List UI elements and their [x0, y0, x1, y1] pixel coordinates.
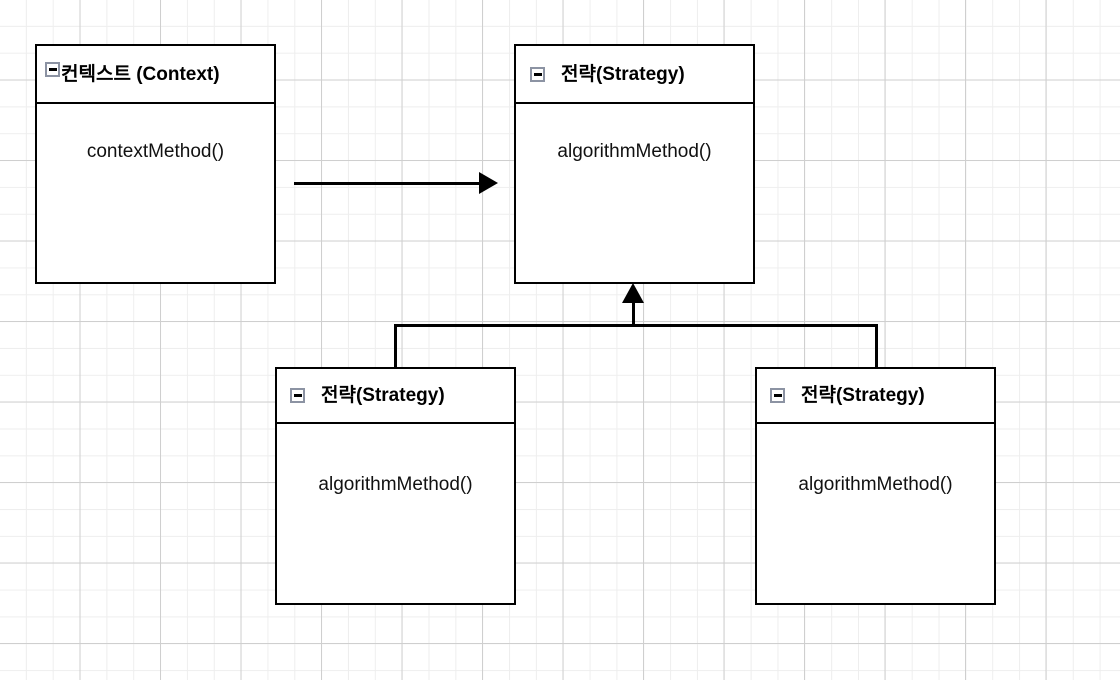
- collapse-minus-icon[interactable]: [770, 388, 785, 403]
- uml-class-body-strategy-a: algorithmMethod(): [277, 424, 514, 603]
- uml-method-algorithmmethod: algorithmMethod(): [318, 474, 473, 495]
- uml-class-header-strategy[interactable]: 전략(Strategy): [516, 46, 753, 104]
- inheritance-arrowhead-icon: [622, 283, 644, 303]
- association-arrowhead-icon: [479, 172, 498, 194]
- uml-method-algorithmmethod: algorithmMethod(): [557, 140, 712, 162]
- minus-bar: [533, 72, 542, 76]
- inheritance-connector-drop-left[interactable]: [394, 324, 397, 369]
- uml-class-strategy-b[interactable]: 전략(Strategy) algorithmMethod(): [755, 367, 996, 605]
- inheritance-connector-bar[interactable]: [394, 324, 878, 327]
- uml-class-title-strategy: 전략(Strategy): [561, 63, 685, 85]
- uml-class-context[interactable]: 컨텍스트 (Context) contextMethod(): [35, 44, 276, 284]
- uml-method-algorithmmethod: algorithmMethod(): [798, 474, 953, 495]
- inheritance-connector-drop-right[interactable]: [875, 324, 878, 369]
- uml-class-body-strategy-b: algorithmMethod(): [757, 424, 994, 603]
- uml-class-title-strategy-b: 전략(Strategy): [801, 385, 925, 406]
- uml-class-body-strategy: algorithmMethod(): [516, 104, 753, 282]
- uml-class-title-strategy-a: 전략(Strategy): [321, 385, 445, 406]
- inheritance-connector-stem[interactable]: [632, 297, 635, 326]
- uml-class-title-context: 컨텍스트 (Context): [61, 63, 220, 85]
- minus-bar: [48, 68, 57, 71]
- collapse-minus-icon[interactable]: [45, 62, 60, 77]
- minus-bar: [293, 394, 302, 397]
- uml-class-header-strategy-a[interactable]: 전략(Strategy): [277, 369, 514, 424]
- collapse-minus-icon[interactable]: [290, 388, 305, 403]
- uml-class-body-context: contextMethod(): [37, 104, 274, 282]
- uml-method-contextmethod: contextMethod(): [86, 140, 225, 162]
- uml-class-strategy[interactable]: 전략(Strategy) algorithmMethod(): [514, 44, 755, 284]
- collapse-minus-icon[interactable]: [530, 66, 545, 82]
- uml-class-header-context[interactable]: 컨텍스트 (Context): [37, 46, 274, 104]
- uml-class-header-strategy-b[interactable]: 전략(Strategy): [757, 369, 994, 424]
- uml-class-strategy-a[interactable]: 전략(Strategy) algorithmMethod(): [275, 367, 516, 605]
- minus-bar: [773, 394, 782, 397]
- association-connector-line[interactable]: [294, 182, 489, 185]
